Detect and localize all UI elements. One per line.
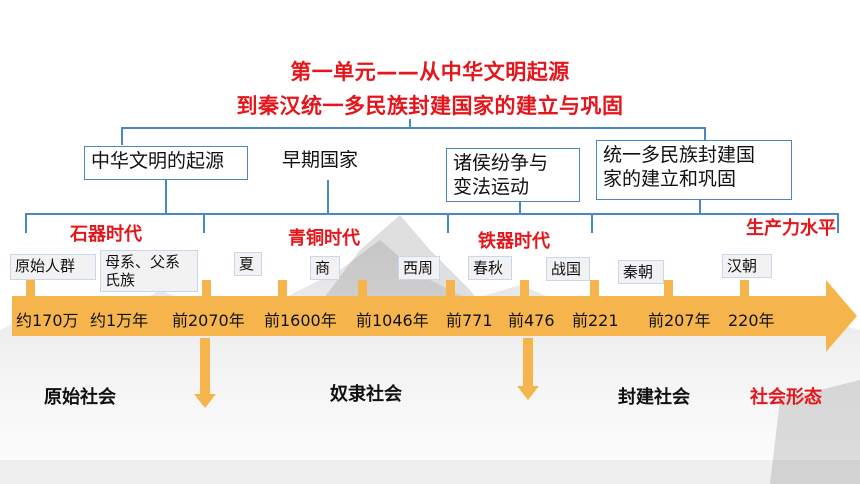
- timeline-label-9: 前207年: [648, 311, 711, 330]
- society-form: 社会形态: [750, 387, 822, 408]
- timeline-label-8: 前221: [572, 311, 619, 330]
- dynasty-warring-states: 战国: [546, 257, 590, 281]
- stage-reform-label-line2: 变法运动: [453, 176, 530, 198]
- tick-3: [278, 280, 287, 296]
- tick-2: [202, 280, 211, 296]
- era-stone: 石器时代: [70, 224, 142, 245]
- timeline-label-3: 前2070年: [172, 311, 245, 330]
- tick-9: [740, 280, 749, 296]
- dynasty-clan: 母系、父系 氏族: [100, 250, 198, 292]
- dynasty-spring-autumn: 春秋: [468, 256, 512, 280]
- timeline-label-6: 前771: [446, 311, 493, 330]
- tick-6: [520, 280, 529, 296]
- timeline-label-2: 约1万年: [90, 311, 149, 330]
- stage-early-label: 早期国家: [282, 149, 359, 171]
- tick-1: [26, 280, 35, 296]
- dynasty-han: 汉朝: [722, 254, 772, 278]
- stage-unify-label-line2: 家的建立和巩固: [603, 168, 737, 190]
- era-productivity: 生产力水平: [746, 218, 836, 239]
- timeline-label-5: 前1046年: [356, 311, 429, 330]
- dynasty-qin: 秦朝: [618, 260, 664, 284]
- dynasty-primitive: 原始人群: [10, 254, 96, 280]
- stage-origin-box: 中华文明的起源: [84, 146, 248, 180]
- timeline-label-1: 约170万: [16, 311, 79, 330]
- unit-title-line1: 第一单元——从中华文明起源: [290, 60, 570, 84]
- stage-early-box: 早期国家: [276, 146, 388, 180]
- dynasty-clan-line1: 母系、父系: [105, 253, 181, 271]
- unit-title-line2: 到秦汉统一多民族封建国家的建立与巩固: [236, 94, 624, 118]
- society-slave: 奴隶社会: [330, 384, 402, 405]
- stage-origin-label: 中华文明的起源: [91, 150, 225, 172]
- stage-reform-box: 诸侯纷争与 变法运动: [446, 148, 580, 202]
- tick-5: [446, 280, 455, 296]
- era-iron: 铁器时代: [478, 231, 550, 252]
- society-primitive: 原始社会: [44, 387, 116, 408]
- dynasty-xia: 夏: [234, 252, 262, 276]
- timeline-label-4: 前1600年: [264, 311, 337, 330]
- dynasty-shang: 商: [310, 256, 340, 280]
- dynasty-clan-line2: 氏族: [105, 271, 136, 289]
- stage-reform-label-line1: 诸侯纷争与: [453, 152, 549, 174]
- stage-unify-label-line1: 统一多民族封建国: [603, 144, 756, 166]
- stage-unify-box: 统一多民族封建国 家的建立和巩固: [596, 140, 792, 200]
- society-feudal: 封建社会: [618, 387, 690, 408]
- era-bronze: 青铜时代: [288, 228, 360, 249]
- timeline-label-7: 前476: [508, 311, 555, 330]
- tick-7: [590, 280, 599, 296]
- timeline-label-10: 220年: [728, 311, 775, 330]
- tick-4: [358, 280, 367, 296]
- dynasty-western-zhou: 西周: [398, 256, 440, 280]
- tick-8: [664, 280, 673, 296]
